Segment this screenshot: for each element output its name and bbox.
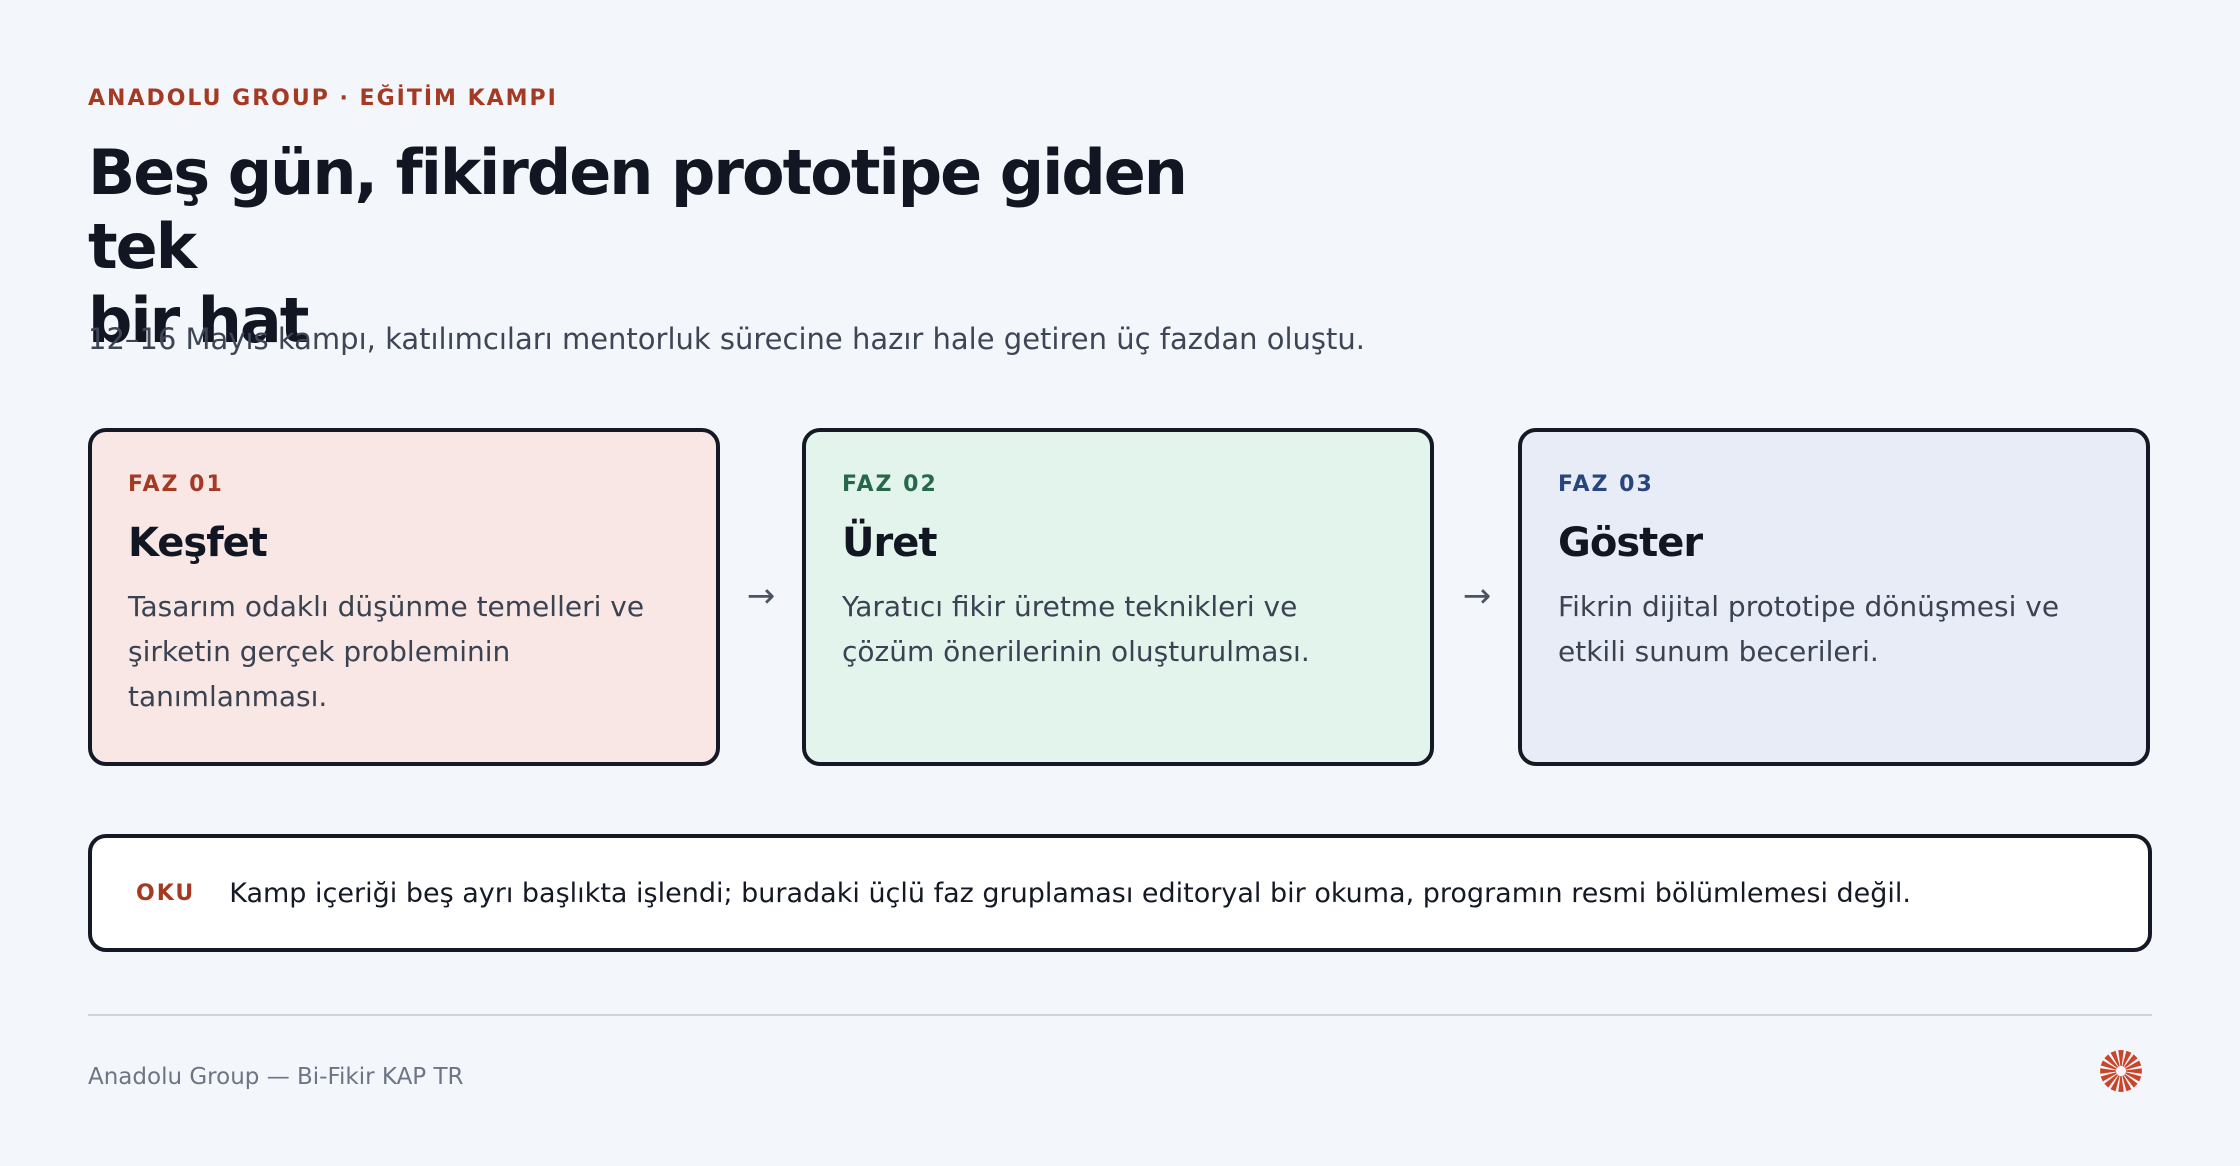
phase-title: Göster xyxy=(1558,520,1703,566)
phase-description: Fikrin dijital prototipe dönüşmesi ve et… xyxy=(1558,590,2060,668)
logo-ray xyxy=(2125,1072,2142,1082)
logo-ray xyxy=(2118,1050,2124,1067)
logo-ray xyxy=(2104,1074,2118,1088)
note-tag: OKU xyxy=(136,880,196,906)
slide: ANADOLU GROUP · EĞİTİM KAMPI Beş gün, fi… xyxy=(88,0,2152,1166)
phase-tag: FAZ 02 xyxy=(842,472,938,497)
footer-divider xyxy=(88,1014,2152,1016)
page-title-line-2: bir hat xyxy=(88,284,309,357)
phase-tag: FAZ 03 xyxy=(1558,472,1654,497)
logo-ray xyxy=(2125,1060,2142,1070)
logo-ray xyxy=(2110,1050,2120,1067)
logo-ray xyxy=(2122,1075,2132,1092)
phase-flow: FAZ 01 Keşfet Tasarım odaklı düşünme tem… xyxy=(88,428,2152,766)
logo-ray xyxy=(2118,1075,2124,1092)
phase-card-uret: FAZ 02 Üret Yaratıcı fikir üretme teknik… xyxy=(802,428,1434,766)
logo-ray xyxy=(2100,1068,2117,1074)
phase-card-goster: FAZ 03 Göster Fikrin dijital prototipe d… xyxy=(1518,428,2150,766)
phase-description: Yaratıcı fikir üretme teknikleri ve çözü… xyxy=(842,590,1310,668)
footer-credit: Anadolu Group — Bi-Fikir KAP TR xyxy=(88,1064,464,1090)
phase-title: Keşfet xyxy=(128,520,268,566)
note-text: Kamp içeriği beş ayrı başlıkta işlendi; … xyxy=(229,877,1912,909)
logo-ray xyxy=(2100,1072,2117,1082)
logo-ray xyxy=(2110,1075,2120,1092)
arrow-right-icon: → xyxy=(1462,576,1492,616)
logo-ray xyxy=(2100,1060,2117,1070)
phase-card-kesfet: FAZ 01 Keşfet Tasarım odaklı düşünme tem… xyxy=(88,428,720,766)
reading-note: OKU Kamp içeriği beş ayrı başlıkta işlen… xyxy=(88,834,2152,952)
sunburst-logo-icon xyxy=(2100,1050,2142,1092)
logo-ray xyxy=(2125,1068,2142,1074)
logo-ray xyxy=(2104,1054,2118,1068)
phase-description: Tasarım odaklı düşünme temelleri ve şirk… xyxy=(128,590,645,713)
logo-ray xyxy=(2124,1074,2138,1088)
page-title-line-1: Beş gün, fikirden prototipe giden tek xyxy=(88,136,1188,283)
arrow-right-icon: → xyxy=(746,576,776,616)
phase-tag: FAZ 01 xyxy=(128,472,224,497)
phase-title: Üret xyxy=(842,520,937,566)
logo-ray xyxy=(2124,1054,2138,1068)
subtitle: 12–16 Mayıs kampı, katılımcıları mentorl… xyxy=(88,322,1365,356)
eyebrow-label: ANADOLU GROUP · EĞİTİM KAMPI xyxy=(88,86,558,111)
logo-ray xyxy=(2122,1050,2132,1067)
